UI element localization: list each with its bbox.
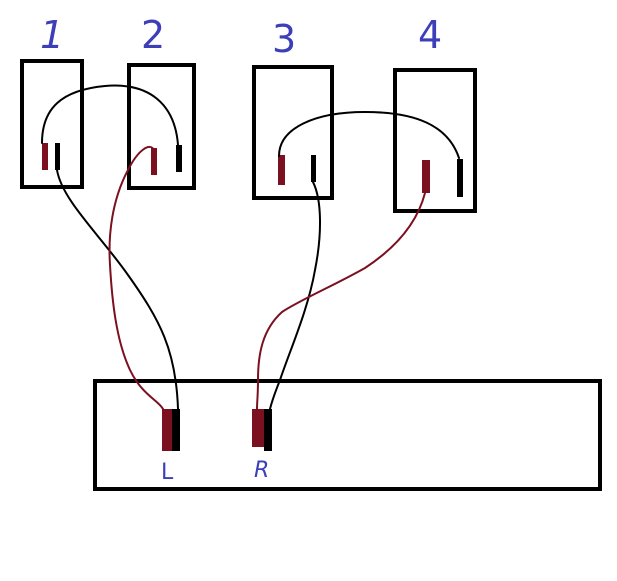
amp-left-label: L <box>161 460 174 485</box>
speaker-4-negative-terminal <box>457 159 463 197</box>
speaker-3-box <box>252 65 334 200</box>
speaker-4-box <box>393 68 477 213</box>
wire-speaker3-neg-to-amp-right-neg <box>269 181 321 410</box>
speaker-1-label: 1 <box>40 13 64 57</box>
speaker-2-label: 2 <box>141 13 165 57</box>
amp-left-positive-terminal <box>162 409 172 451</box>
amplifier-box <box>93 379 602 491</box>
amp-right-label: R <box>254 458 269 483</box>
speaker-3-negative-terminal <box>311 155 316 182</box>
speaker-4-label: 4 <box>418 13 442 57</box>
speaker-2-negative-terminal <box>176 145 182 172</box>
amp-left-negative-terminal <box>172 409 180 451</box>
speaker-1-negative-terminal <box>55 143 60 170</box>
wire-speaker2-pos-to-amp-left-pos <box>108 145 164 410</box>
speaker-3-label: 3 <box>272 17 296 61</box>
speaker-1-box <box>20 59 84 189</box>
wire-speaker3-pos-to-speaker4-neg <box>278 111 460 159</box>
wire-speaker4-pos-to-amp-right-pos <box>256 192 426 410</box>
wire-speaker1-neg-to-amp-left-neg <box>56 169 179 410</box>
speaker-2-box <box>127 63 196 190</box>
speaker-1-positive-terminal <box>42 143 48 170</box>
speaker-4-positive-terminal <box>422 160 430 193</box>
wire-speaker1-pos-to-speaker2-neg <box>41 84 179 146</box>
speaker-3-positive-terminal <box>278 155 285 185</box>
amp-right-positive-terminal <box>252 409 264 447</box>
amp-right-negative-terminal <box>264 409 272 451</box>
speaker-2-positive-terminal <box>151 148 157 175</box>
